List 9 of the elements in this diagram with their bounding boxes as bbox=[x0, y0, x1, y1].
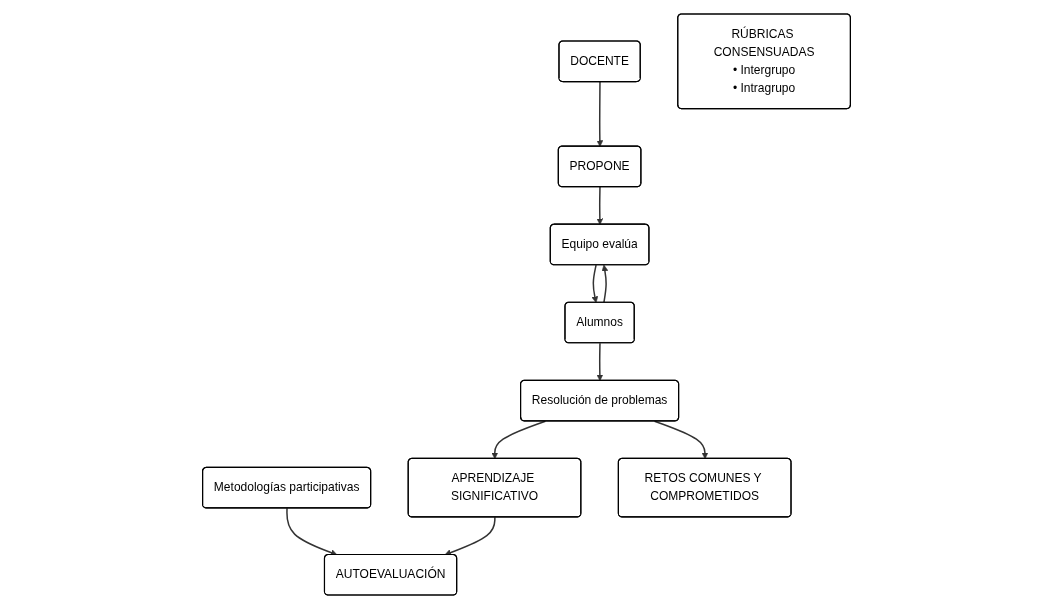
arrow bbox=[491, 420, 547, 460]
arrow bbox=[601, 264, 609, 304]
arrow bbox=[596, 342, 604, 381]
arrow bbox=[444, 516, 496, 556]
arrow bbox=[596, 81, 604, 147]
arrow bbox=[286, 507, 338, 556]
arrow bbox=[591, 264, 599, 303]
arrow bbox=[596, 186, 604, 225]
arrow bbox=[653, 420, 709, 460]
